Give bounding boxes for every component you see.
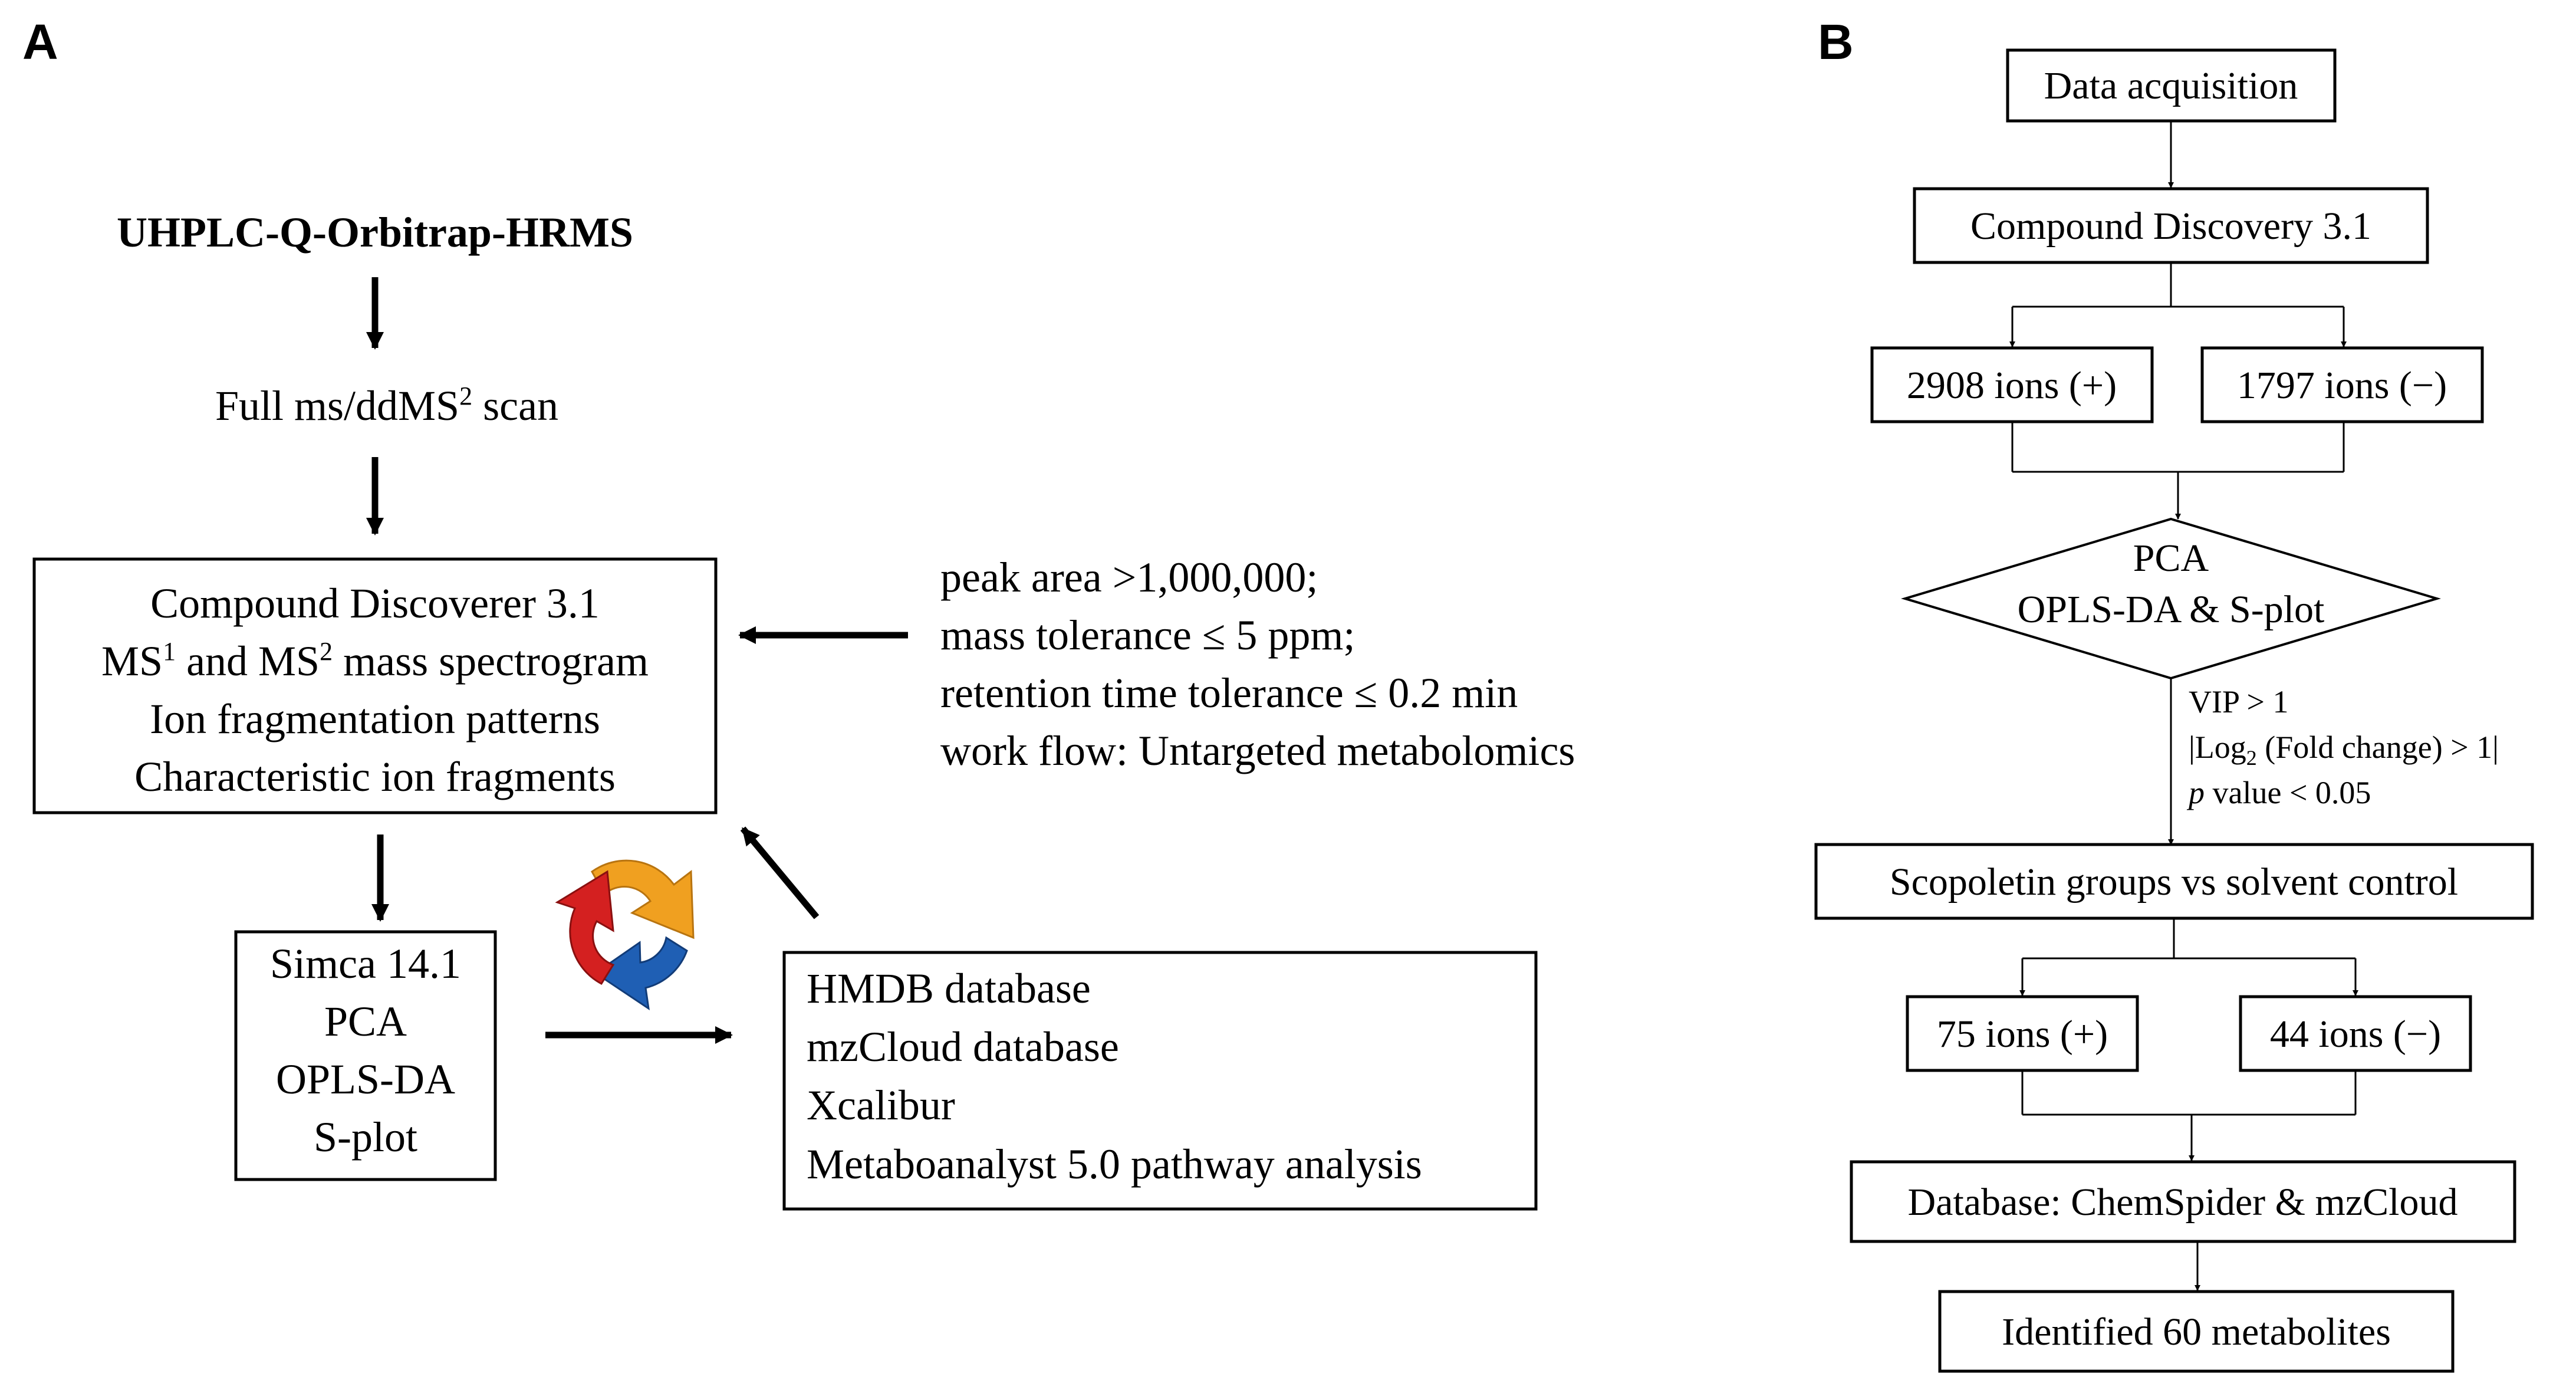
parameter-line: work flow: Untargeted metabolomics: [940, 727, 1575, 774]
arrow-databases-to-discoverer: [740, 826, 820, 919]
neg-sig-box: 44 ions (−): [2239, 995, 2472, 1072]
comparison-box: Scopoletin groups vs solvent control: [1814, 843, 2534, 920]
pca-decision: PCA OPLS-DA & S-plot: [1901, 517, 2441, 680]
discoverer-line-1: Compound Discoverer 3.1: [150, 580, 600, 627]
selection-criteria: VIP > 1 |Log2 (Fold change) > 1| p value…: [2186, 684, 2499, 810]
pos-ions-label: 2908 ions (+): [1907, 364, 2117, 407]
neg-ions-box: 1797 ions (−): [2200, 346, 2484, 423]
parameter-line: peak area >1,000,000;: [940, 554, 1318, 601]
pos-sig-box: 75 ions (+): [1906, 995, 2139, 1072]
parameter-line: retention time tolerance ≤ 0.2 min: [940, 669, 1518, 717]
vip-criterion: VIP > 1: [2189, 684, 2288, 720]
result-box: Identified 60 metabolites: [1938, 1290, 2455, 1373]
database-line: Metaboanalyst 5.0 pathway analysis: [807, 1141, 1422, 1188]
panel-a-label: A: [22, 14, 58, 70]
simca-box: Simca 14.1 PCA OPLS-DA S-plot: [234, 930, 497, 1181]
pca-label: PCA: [2133, 537, 2209, 580]
database-line: mzCloud database: [807, 1023, 1119, 1070]
merge-connector-2: [2021, 1070, 2357, 1116]
split-connector-2: [2022, 918, 2355, 960]
p-value-criterion: p value < 0.05: [2186, 775, 2371, 810]
simca-line: S-plot: [314, 1113, 417, 1161]
neg-ions-label: 1797 ions (−): [2237, 364, 2447, 407]
panel-b-label: B: [1818, 14, 1854, 70]
instrument-label: UHPLC-Q-Orbitrap-HRMS: [117, 209, 633, 256]
simca-line: Simca 14.1: [270, 940, 461, 987]
database-line: Xcalibur: [807, 1082, 955, 1129]
pos-sig-label: 75 ions (+): [1937, 1013, 2108, 1056]
database-line: HMDB database: [807, 965, 1091, 1012]
databases-box: HMDB database mzCloud database Xcalibur …: [782, 951, 1538, 1211]
simca-line: OPLS-DA: [276, 1056, 455, 1103]
database-label: Database: ChemSpider & mzCloud: [1908, 1181, 2458, 1224]
pos-ions-box: 2908 ions (+): [1870, 346, 2154, 423]
opls-label: OPLS-DA & S-plot: [2018, 588, 2325, 631]
database-box: Database: ChemSpider & mzCloud: [1850, 1160, 2516, 1243]
result-label: Identified 60 metabolites: [2002, 1310, 2391, 1353]
discoverer-line-3: Ion fragmentation patterns: [150, 695, 600, 743]
acquisition-box: Data acquisition: [2006, 48, 2337, 123]
simca-line: PCA: [324, 998, 407, 1045]
acquisition-label: Data acquisition: [2044, 64, 2298, 107]
software-box: Compound Discovery 3.1: [1913, 187, 2429, 264]
recycle-arrows-icon: [555, 859, 695, 1011]
split-connector-1: [2012, 262, 2344, 308]
merge-connector-1: [2011, 422, 2345, 473]
software-label: Compound Discovery 3.1: [1970, 205, 2371, 248]
fold-change-criterion: |Log2 (Fold change) > 1|: [2189, 730, 2499, 770]
neg-sig-label: 44 ions (−): [2270, 1013, 2441, 1056]
parameter-line: mass tolerance ≤ 5 ppm;: [940, 612, 1355, 659]
parameters-list: peak area >1,000,000; mass tolerance ≤ 5…: [940, 554, 1575, 774]
scan-label: Full ms/ddMS2 scan: [215, 382, 558, 429]
discoverer-line-2: MS1 and MS2 mass spectrogram: [101, 637, 649, 685]
discoverer-box: Compound Discoverer 3.1 MS1 and MS2 mass…: [32, 557, 718, 814]
discoverer-line-4: Characteristic ion fragments: [134, 753, 616, 800]
comparison-label: Scopoletin groups vs solvent control: [1890, 860, 2458, 904]
